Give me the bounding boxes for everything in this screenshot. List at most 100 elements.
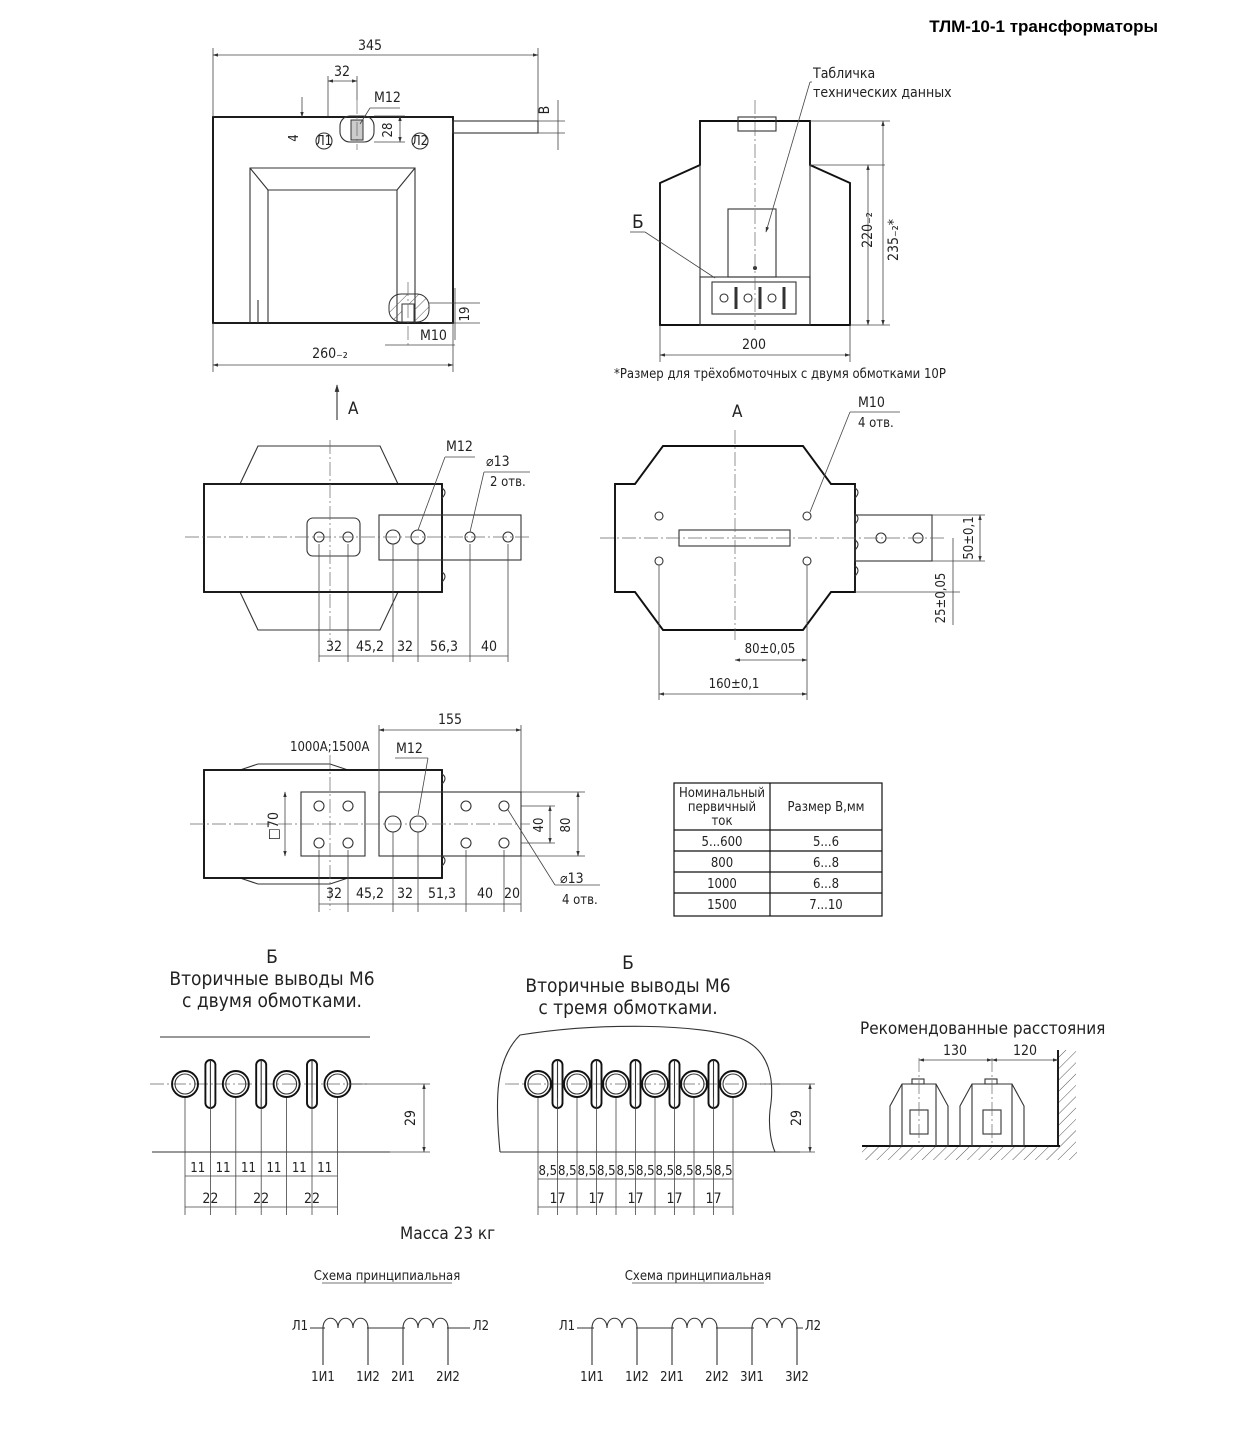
dim-80-right: 80: [559, 818, 574, 833]
dim-80: 80±0,05: [745, 642, 796, 657]
scheme-two-title: Схема принципиальная: [314, 1269, 461, 1284]
terminals-three-small-dim: 8,5: [636, 1164, 655, 1179]
winding-coil: [322, 1317, 369, 1329]
top-view-1-bus: [378, 514, 522, 561]
mass-label: Масса 23 кг: [400, 1224, 495, 1244]
dim-top1-3: 56,3: [430, 639, 458, 655]
dim-260: 260₋₂: [312, 346, 348, 362]
view-arrow-a: А: [348, 399, 359, 419]
terminals-two-small-dim: 11: [216, 1161, 231, 1176]
label-b-side: Б: [632, 211, 644, 233]
view-label-a: А: [732, 402, 743, 422]
terminals-two-small-dim: 11: [292, 1161, 307, 1176]
dim-top1-2: 32: [397, 639, 413, 655]
terminals-two-line2: с двумя обмотками.: [182, 990, 362, 1012]
scheme-two-l2: Л2: [473, 1319, 489, 1334]
mark-l2: Л2: [412, 134, 428, 149]
label-holes-top2: 4 отв.: [562, 893, 598, 908]
terminal-stud: [641, 1070, 669, 1098]
scheme-three-l2: Л2: [805, 1319, 821, 1334]
label-holes-top-a: 4 отв.: [858, 416, 894, 431]
table-cell-current: 1000: [707, 877, 737, 892]
side-view: Табличка технических данных Б 220₋₂ 235₋…: [630, 66, 952, 362]
current-size-table: Номинальный первичный ток Размер В,мм 5.…: [673, 782, 883, 917]
plate-label-line2: технических данных: [813, 85, 952, 101]
scheme-terminal-label: 3И1: [740, 1370, 764, 1385]
scheme-terminal-label: 1И1: [580, 1370, 604, 1385]
winding-coil: [402, 1317, 449, 1329]
terminals-three-small-dim: 8,5: [675, 1164, 694, 1179]
dim-40-right: 40: [532, 818, 547, 833]
terminals-two-line1: Вторичные выводы М6: [169, 968, 374, 990]
label-dia13-top2: ⌀13: [560, 871, 584, 887]
winding-coil: [751, 1317, 798, 1329]
scheme-terminal-label: 3И2: [785, 1370, 809, 1385]
label-b-three: Б: [622, 952, 634, 974]
dim-50: 50±0,1: [962, 516, 977, 559]
winding-coil: [671, 1317, 718, 1329]
table-header-size: Размер В,мм: [788, 800, 865, 815]
scheme-terminal-label: 2И2: [705, 1370, 729, 1385]
dim-120: 120: [1013, 1043, 1037, 1059]
table-cell-size: 7...10: [809, 898, 842, 913]
label-m10-front: М10: [420, 328, 447, 344]
terminals-three-large-dim: 17: [705, 1191, 721, 1207]
terminals-two-large-dim: 22: [253, 1191, 269, 1207]
winding-coil: [591, 1317, 638, 1329]
scheme-terminal-label: 1И1: [311, 1370, 335, 1385]
data-plate: [727, 208, 777, 278]
terminals-three-large-dim: 17: [588, 1191, 604, 1207]
dim-19: 19: [458, 307, 473, 322]
dim-top2-1: 45,2: [356, 886, 384, 902]
dim-345: 345: [358, 38, 382, 54]
label-b-two: Б: [266, 946, 278, 968]
scheme-terminal-label: 2И2: [436, 1370, 460, 1385]
terminals-three-large-dim: 17: [549, 1191, 565, 1207]
dim-top2-4: 40: [477, 886, 493, 902]
terminal-stud: [524, 1070, 552, 1098]
dim-130: 130: [943, 1043, 967, 1059]
terminals-two-large-dim: 22: [202, 1191, 218, 1207]
terminals-two-small-dim: 11: [317, 1161, 332, 1176]
table-header-current-1: Номинальный: [679, 786, 765, 801]
table-cell-size: 6...8: [813, 856, 839, 871]
table-cell-current: 1500: [707, 898, 737, 913]
page-title: ТЛМ-10-1 трансформаторы: [929, 17, 1158, 36]
mark-l1: Л1: [316, 134, 332, 149]
scheme-terminal-label: 2И1: [660, 1370, 684, 1385]
terminals-two-large-dim: 22: [304, 1191, 320, 1207]
label-holes-top1: 2 отв.: [490, 475, 526, 490]
terminals-three-small-dim: 8,5: [577, 1164, 596, 1179]
table-cell-size: 6...8: [813, 877, 839, 892]
terminals-three-small-dim: 8,5: [616, 1164, 635, 1179]
terminals-three-large-dim: 17: [666, 1191, 682, 1207]
plate-label-line1: Табличка: [812, 66, 875, 82]
table-header-current-2: первичный: [688, 800, 756, 815]
scheme-terminal-label: 2И1: [391, 1370, 415, 1385]
front-body-outline: [212, 116, 454, 324]
front-view: Л1 Л2 345 32 М12 4 28 В: [212, 38, 565, 420]
dim-155: 155: [438, 712, 462, 728]
scheme-terminal-label: 1И2: [356, 1370, 380, 1385]
dim-200: 200: [742, 337, 766, 353]
terminals-three-windings: Б Вторичные выводы М6 с тремя обмотками.…: [496, 952, 815, 1215]
terminals-three-small-dim: 8,5: [597, 1164, 616, 1179]
label-dia13-top1: ⌀13: [486, 454, 510, 470]
terminal-stud: [272, 1070, 301, 1098]
dim-top2-5: 20: [504, 886, 520, 902]
label-m12-top1: М12: [446, 439, 473, 455]
terminals-three-line2: с тремя обмотками.: [538, 997, 717, 1019]
terminals-two-small-dim: 11: [266, 1161, 281, 1176]
dim-sq70: □70: [266, 812, 282, 840]
label-m12-top2: М12: [396, 741, 423, 757]
scheme-terminal-label: 1И2: [625, 1370, 649, 1385]
terminals-three-small-dim: 8,5: [694, 1164, 713, 1179]
top-clamp: [737, 116, 777, 132]
label-m10-top-a: М10: [858, 395, 885, 411]
recommended-distances: Рекомендованные расстояния 130 120: [860, 1019, 1105, 1160]
terminal-stud: [719, 1070, 747, 1098]
dim-25: 25±0,05: [934, 573, 949, 624]
dim-top1-0: 32: [326, 639, 342, 655]
terminal-stud: [563, 1070, 591, 1098]
